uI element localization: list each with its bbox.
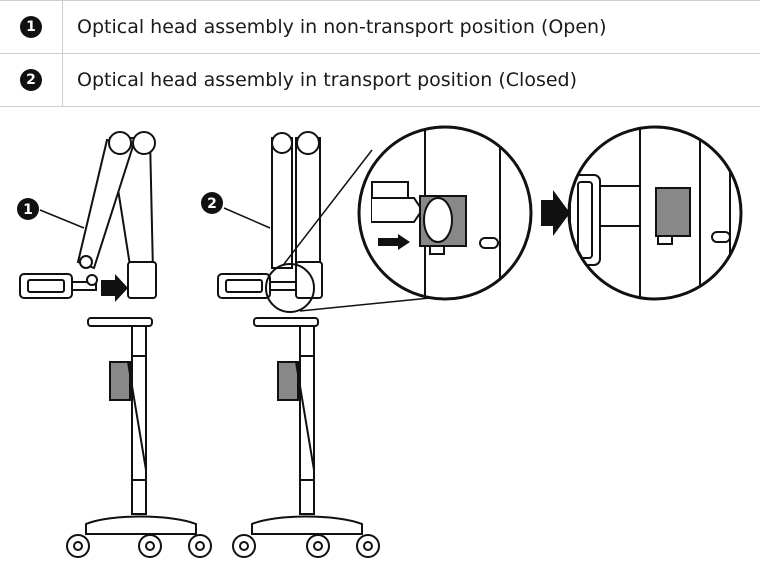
callout-2-icon [201, 192, 223, 214]
direction-arrow-1 [101, 274, 128, 302]
detail-closed [567, 125, 743, 301]
legend-row-1: 1 Optical head assembly in non-transport… [0, 0, 760, 54]
cart-open [19, 131, 212, 558]
callout-2-label: 2 [207, 196, 217, 212]
cart-closed [217, 131, 380, 558]
legend-text-1: Optical head assembly in non-transport p… [62, 0, 760, 54]
legend-row-2: 2 Optical head assembly in transport pos… [0, 53, 760, 107]
cart-illustration: 1 2 [17, 125, 743, 558]
direction-arrow-2 [541, 190, 570, 236]
zoom-source-ring [265, 263, 315, 313]
legend-table: 1 Optical head assembly in non-transport… [0, 0, 760, 107]
legend-text-2: Optical head assembly in transport posit… [62, 53, 760, 107]
callout-1-icon [17, 198, 39, 220]
callout-1-label: 1 [23, 202, 33, 218]
detail-open [357, 125, 533, 301]
callout-badge-1: 1 [20, 16, 42, 38]
callout-badge-2: 2 [20, 69, 42, 91]
